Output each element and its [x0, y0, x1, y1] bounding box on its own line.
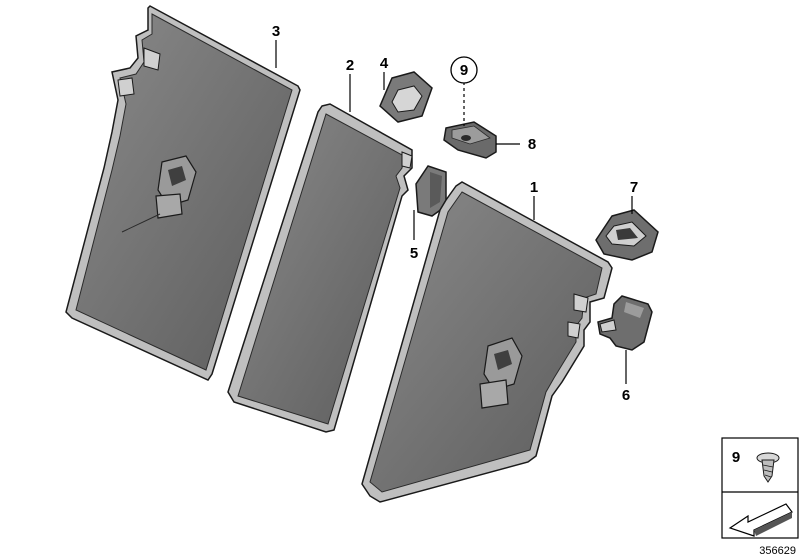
part-4-trim-cover	[379, 71, 433, 123]
callout-4: 4	[380, 55, 389, 72]
callout-2: 2	[346, 57, 354, 74]
part-3-left-backrest-panel	[65, 5, 301, 381]
callout-9-circle	[450, 56, 478, 84]
callout-7: 7	[630, 179, 638, 196]
direction-arrow-icon	[728, 503, 793, 537]
legend-item-number: 9	[732, 449, 740, 466]
part-6-bracket	[597, 295, 653, 351]
part-2-middle-backrest-panel	[227, 103, 413, 433]
callout-8: 8	[528, 136, 536, 153]
part-5-hinge-cover	[415, 165, 447, 217]
legend-box: 9	[721, 437, 799, 539]
callout-5: 5	[410, 245, 418, 262]
screw-icon	[756, 452, 780, 483]
part-1-right-backrest-panel	[361, 181, 613, 503]
callout-3: 3	[272, 23, 280, 40]
part-8-clip-cover	[443, 121, 497, 159]
diagram-id: 356629	[759, 545, 796, 557]
callout-1: 1	[530, 179, 538, 196]
leader-lines	[275, 40, 633, 384]
callout-6: 6	[622, 387, 630, 404]
part-7-cover-cap	[595, 209, 659, 261]
callout-9: 9	[460, 62, 468, 79]
